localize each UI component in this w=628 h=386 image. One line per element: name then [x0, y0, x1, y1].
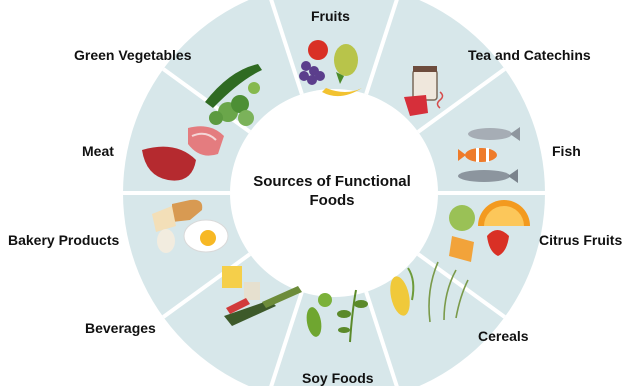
segment-divider [364, 0, 399, 95]
segment-divider [269, 291, 304, 386]
center-title: Sources of Functional Foods [232, 172, 432, 210]
segment-divider [364, 291, 399, 386]
segment-divider [269, 0, 304, 95]
citrus-fruit-icon [449, 200, 530, 262]
label-bakery-products: Bakery Products [8, 232, 120, 248]
label-tea-and-catechins: Tea and Catechins [468, 47, 591, 63]
fruit-basket-icon [299, 40, 362, 97]
label-cereals: Cereals [478, 328, 529, 344]
label-green-vegetables: Green Vegetables [74, 47, 192, 63]
label-fish: Fish [552, 143, 581, 159]
label-beverages: Beverages [85, 320, 156, 336]
segment-divider [416, 67, 506, 134]
bread-egg-icon [152, 199, 229, 253]
tea-cup-icon [404, 66, 444, 116]
center-title-line2: Foods [309, 192, 355, 209]
label-meat: Meat [82, 143, 114, 159]
vegetables-icon [205, 64, 262, 126]
segment-divider [162, 252, 252, 319]
center-title-line1: Sources of Functional [253, 173, 411, 190]
center-hub [230, 89, 438, 297]
wheat-icon [390, 261, 469, 323]
meat-icon [142, 126, 224, 181]
segment-divider [416, 252, 506, 319]
label-soy-foods: Soy Foods [302, 370, 374, 386]
fish-icon [458, 127, 520, 183]
soybean-icon [306, 289, 368, 343]
label-citrus-fruits: Citrus Fruits [539, 232, 623, 248]
bottles-icon [222, 266, 302, 326]
label-fruits: Fruits [311, 8, 350, 24]
